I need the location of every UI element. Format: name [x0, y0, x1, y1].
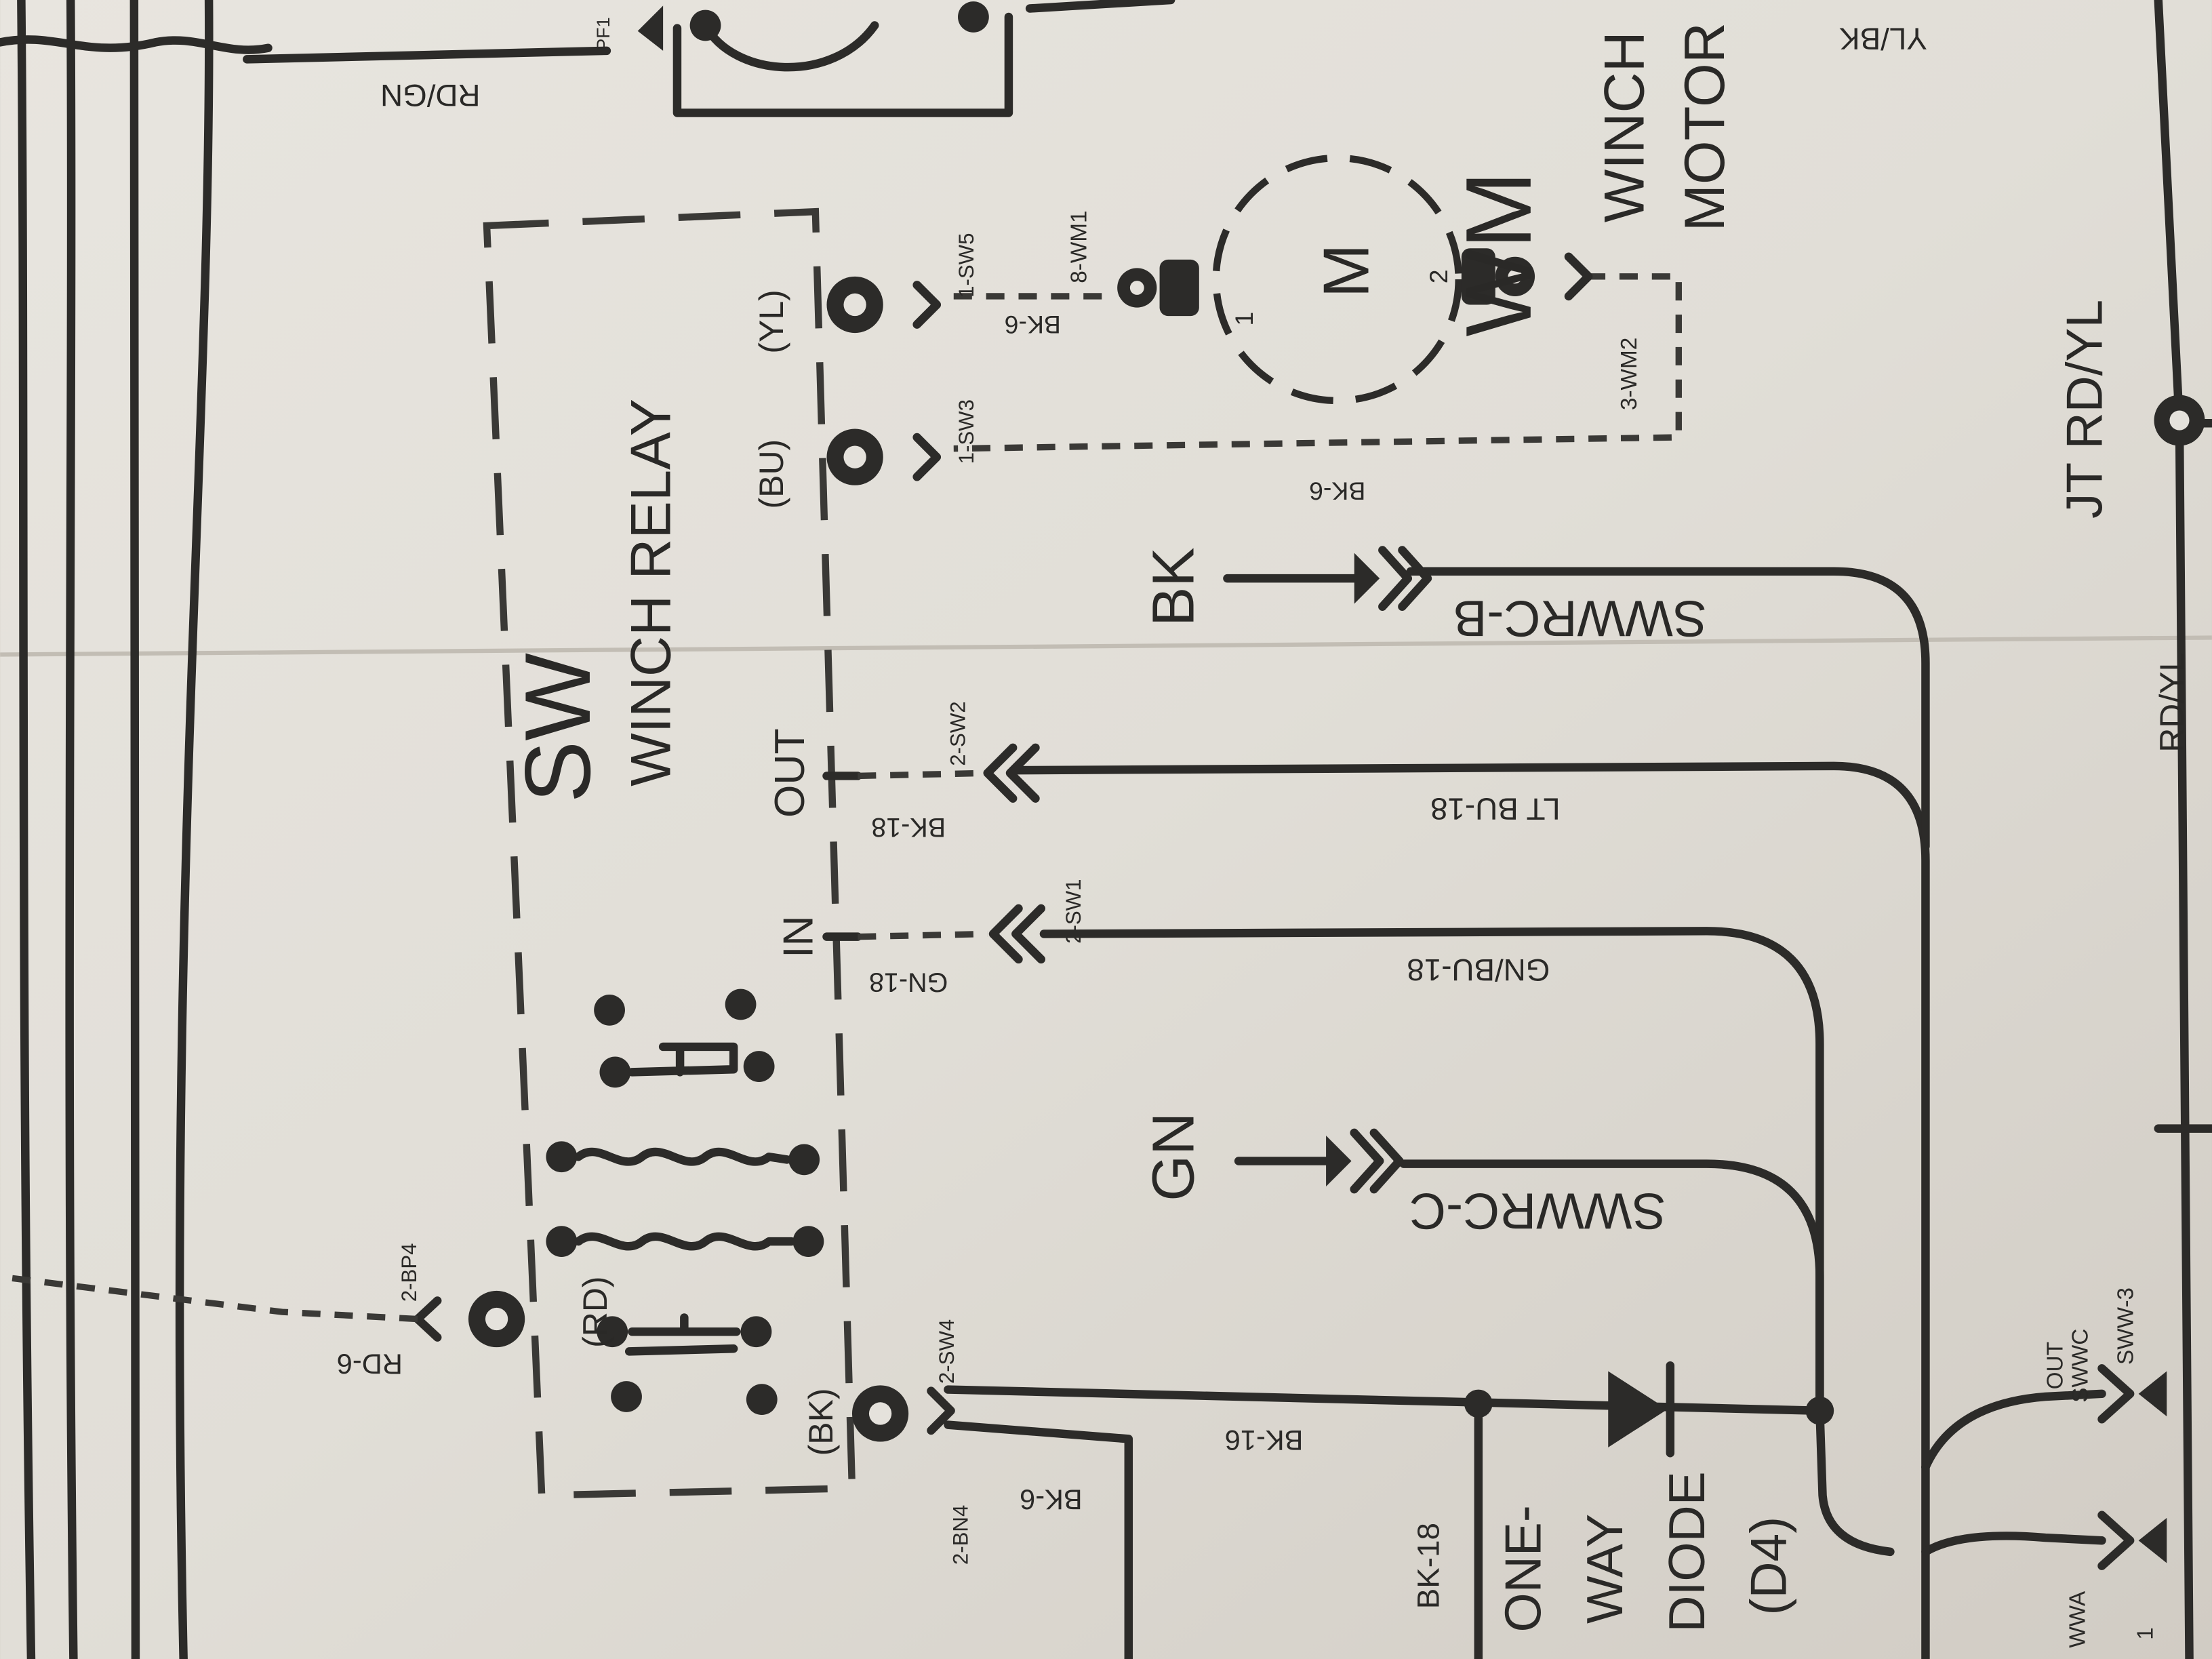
label-way: WAY: [1576, 1514, 1633, 1624]
label-wa: WWA: [2066, 1591, 2091, 1648]
label-pin-1: 1: [1230, 312, 1258, 326]
label-lt-bu-18: LT BU-18: [1430, 792, 1561, 826]
junction-bk16-bk18: [1464, 1389, 1493, 1418]
label-yl: (YL): [752, 289, 790, 353]
paper-fold-crease: [0, 635, 2212, 657]
bp4-terminal: [0, 1273, 525, 1348]
label-out-swwc-2: SWWC: [2068, 1329, 2093, 1403]
label-out-swwc-1: OUT: [2043, 1342, 2068, 1389]
label-sw: SW: [506, 653, 610, 803]
label-rd-yl: RD/YL: [2153, 653, 2191, 753]
label-yl-bk: YL/BK: [1839, 22, 1927, 56]
label-rd6: RD-6: [337, 1348, 403, 1380]
swwrc-b-connector: [1223, 546, 1432, 611]
label-m: M: [1310, 244, 1383, 298]
label-winch: WINCH: [1592, 31, 1655, 222]
label-bk: BK: [1140, 547, 1207, 626]
wire-gn-bu-18: [1039, 927, 1824, 1416]
label-sw2: 2-SW2: [946, 701, 969, 765]
label-gn: GN: [1140, 1113, 1207, 1201]
in-dash-lead: [858, 930, 988, 940]
label-out: OUT: [766, 728, 813, 818]
label-bk6-low: BK-6: [1020, 1483, 1083, 1515]
label-wm: WM: [1447, 172, 1551, 337]
label-bk-paren: (BK): [802, 1388, 840, 1456]
label-bu: (BU): [752, 439, 790, 509]
label-swwrc-b: SWWRC-B: [1453, 590, 1706, 647]
label-pf1: PF1: [593, 17, 614, 51]
swwrc-c-connector: [1234, 1128, 1404, 1194]
in-connector: [988, 904, 1046, 964]
out-dash-lead: [858, 769, 988, 780]
sww-connectors: [2097, 1364, 2167, 1570]
label-bp4: 2-BP4: [397, 1243, 421, 1302]
label-swwrc-c: SWWRC-C: [1409, 1182, 1666, 1239]
label-motor: MOTOR: [1673, 22, 1736, 231]
relay-terminals-yl-bu: [826, 276, 942, 485]
label-bk16: BK-16: [1225, 1424, 1304, 1456]
sw4-terminal: [851, 1385, 955, 1442]
label-winch-relay: WINCH RELAY: [620, 399, 683, 786]
wire-swwrc-c: [1399, 1159, 1824, 1416]
label-in: IN: [775, 915, 822, 957]
label-wm2: 3-WM2: [1617, 338, 1642, 410]
label-bk6-mid: BK-6: [1309, 477, 1365, 506]
wire-swwrc-b: [1406, 567, 1930, 851]
label-rd-gn: RD/GN: [380, 78, 480, 113]
label-bn4: 2-BN4: [949, 1505, 973, 1565]
junction-diode-gn: [1805, 1396, 1834, 1425]
label-rd: (RD): [576, 1276, 614, 1347]
pf1-connector: [243, 0, 1175, 117]
relay-contacts: [546, 988, 824, 1416]
label-sw3: 1-SW3: [954, 399, 978, 464]
label-gn18: GN-18: [869, 967, 948, 997]
label-bk18-out: BK-18: [871, 812, 946, 842]
out-connector: [983, 743, 1040, 803]
label-bk6-top: BK-6: [1005, 311, 1061, 339]
winch-relay-box: [483, 207, 856, 1499]
label-sw4: 2-SW4: [935, 1319, 959, 1384]
label-diode: DIODE: [1658, 1471, 1715, 1632]
label-gn-bu-18: GN/BU-18: [1407, 953, 1550, 987]
label-d4: (D4): [1740, 1517, 1796, 1616]
label-pin-2: 2: [1424, 269, 1453, 283]
winch-motor: [953, 154, 1682, 452]
label-wm1: 8-WM1: [1066, 211, 1091, 283]
label-bk18-low: BK-18: [1411, 1523, 1446, 1609]
harness-lines: [0, 0, 273, 1659]
label-one: ONE-: [1494, 1505, 1551, 1632]
label-sw5: 1-SW5: [954, 233, 978, 297]
wire-bk-6-low: [944, 1420, 1133, 1659]
label-jt-rd-yl: JT RD/YL: [2056, 300, 2113, 519]
label-edge-1: 1: [2133, 1627, 2158, 1640]
label-sww3: SWW-3: [2113, 1287, 2138, 1365]
diode-d4: [1608, 1361, 1675, 1458]
